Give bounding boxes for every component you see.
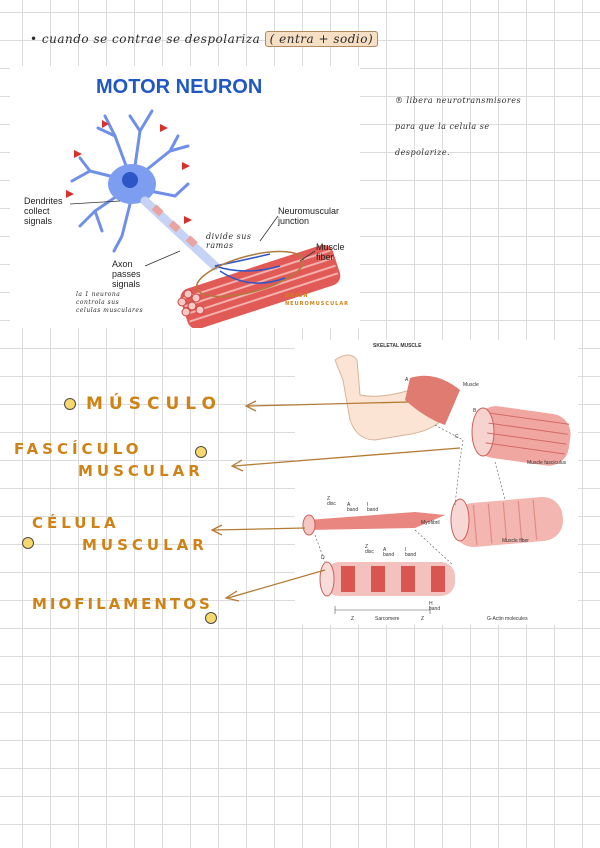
label-a-band: A band (347, 502, 359, 513)
term-fasciculo: FASCÍCULO (14, 440, 143, 458)
fiber-label: Muscle fiber (316, 242, 345, 262)
top-note-highlight: ( entra + sodio) (264, 31, 379, 47)
skeletal-muscle-figure: SKELETAL MUSCLE (295, 340, 578, 625)
label-z-disc: Z disc (327, 496, 336, 507)
side-note: ® libera neurotransmisores para que la c… (395, 96, 522, 157)
label-i-band-2: I band (405, 547, 417, 558)
top-note-text: cuando se contrae se despolariza (41, 32, 261, 46)
label-myofibril: Myofibril (421, 520, 440, 526)
dot-celula (22, 537, 34, 549)
label-i-band: I band (367, 502, 379, 513)
skeletal-title: SKELETAL MUSCLE (373, 343, 422, 349)
motor-neuron-figure: MOTOR NEURON (10, 66, 360, 328)
label-fiber: Muscle fiber (502, 538, 529, 544)
top-note: • cuando se contrae se despolariza ( ent… (30, 31, 379, 47)
skeletal-drawing (302, 354, 571, 614)
label-c: C (455, 434, 459, 440)
dendrites-label: Dendrites collect signals (24, 196, 63, 226)
dot-miofilamentos (205, 612, 217, 624)
term-celula: CÉLULA (32, 514, 120, 532)
term-musculo: MÚSCULO (86, 394, 222, 414)
label-b: B (473, 408, 477, 414)
label-z-right: Z (421, 616, 425, 622)
label-z-left: Z (351, 616, 355, 622)
label-h-band: H band (429, 601, 441, 612)
label-muscle: Muscle (463, 382, 479, 388)
term-fasciculo-muscular: MUSCULAR (78, 462, 204, 480)
motor-neuron-drawing (66, 109, 341, 328)
label-a-band-2: A band (383, 547, 395, 558)
label-sarcomere: Sarcomere (375, 616, 400, 622)
axon-label: Axon passes signals (112, 259, 141, 289)
term-celula-muscular: MUSCULAR (82, 536, 208, 554)
bullet: • (30, 32, 38, 46)
label-z-disc-2: Z disc (365, 544, 374, 555)
dot-musculo (64, 398, 76, 410)
label-fasciculus: Muscle fasciculus (527, 460, 567, 466)
term-miofilamentos: MIOFILAMENTOS (32, 595, 213, 613)
label-a: A (405, 377, 409, 383)
note-union: UNION NEUROMUSCULAR (285, 293, 350, 307)
motor-neuron-title: MOTOR NEURON (96, 76, 263, 98)
dot-fasciculo (195, 446, 207, 458)
junction-label: Neuromuscular junction (278, 206, 340, 226)
note-control: la 1 neurona controla sus celulas muscul… (76, 291, 144, 314)
note-branches: divide sus ramas (206, 232, 252, 250)
label-g-actin: G-Actin molecules (487, 616, 528, 622)
label-d: D (321, 555, 325, 561)
